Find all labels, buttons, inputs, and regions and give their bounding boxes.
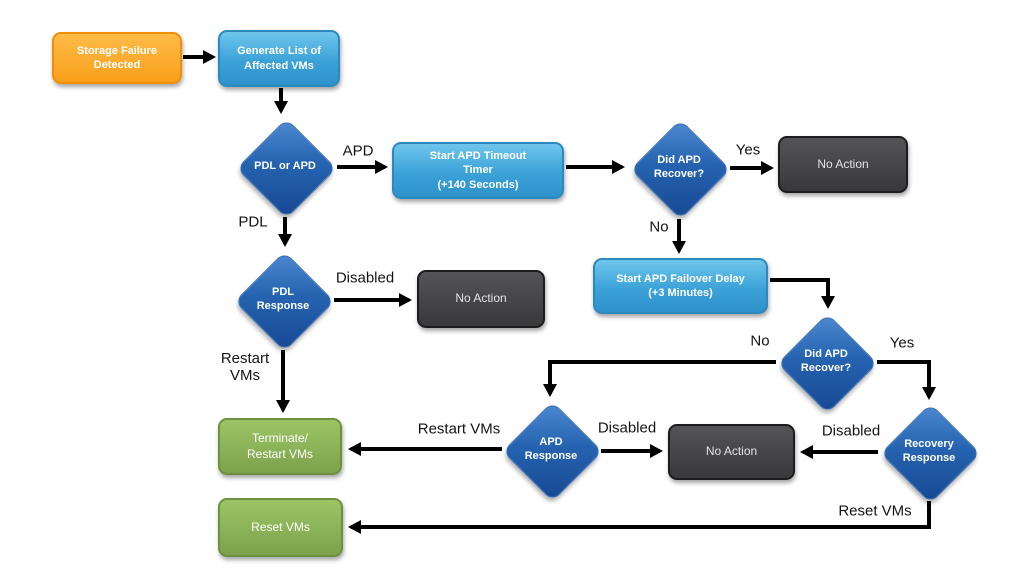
node-terminate-restart-vms: Terminate/ Restart VMs xyxy=(218,418,342,475)
decision-pdl-or-apd: PDL or APD xyxy=(235,117,337,219)
node-start-apd-timeout-timer: Start APD Timeout Timer (+140 Seconds) xyxy=(392,142,564,199)
edge-label-restart-vms-mid: Restart VMs xyxy=(417,420,501,438)
edge-label-yes-mid: Yes xyxy=(889,334,915,352)
decision-apd-response: APD Response xyxy=(501,400,603,502)
edge-label-apd: APD xyxy=(342,142,374,160)
edge-label-disabled-apd: Disabled xyxy=(597,419,657,437)
decision-did-apd-recover-1: Did APD Recover? xyxy=(629,118,731,220)
edge-label-disabled-recovery: Disabled xyxy=(821,422,881,440)
node-generate-list-affected-vms: Generate List of Affected VMs xyxy=(218,30,340,87)
decision-label: Did APD Recover? xyxy=(800,348,852,374)
edge-label-no-mid: No xyxy=(750,332,770,350)
decision-recovery-response: Recovery Response xyxy=(879,402,981,504)
node-no-action-top: No Action xyxy=(778,136,908,193)
node-storage-failure-detected: Storage Failure Detected xyxy=(52,32,182,84)
node-no-action-bottom: No Action xyxy=(668,424,795,480)
edge-label-reset-vms: Reset VMs xyxy=(838,502,912,520)
edge-label-pdl: PDL xyxy=(238,213,268,231)
decision-label: APD Response xyxy=(524,436,578,462)
edge-label-disabled-pdl: Disabled xyxy=(335,269,395,287)
edge-label-restart-vms-left: Restart VMs xyxy=(220,349,270,384)
edge-label-yes-top: Yes xyxy=(735,141,761,159)
decision-label: PDL or APD xyxy=(254,160,316,173)
edge-label-no-top: No xyxy=(649,218,669,236)
decision-did-apd-recover-2: Did APD Recover? xyxy=(776,312,878,414)
node-start-apd-failover-delay: Start APD Failover Delay (+3 Minutes) xyxy=(593,258,768,314)
decision-label: Did APD Recover? xyxy=(653,154,705,180)
decision-pdl-response: PDL Response xyxy=(233,250,335,352)
decision-label: PDL Response xyxy=(256,286,310,312)
node-no-action-mid: No Action xyxy=(417,270,545,328)
node-reset-vms: Reset VMs xyxy=(218,498,343,557)
decision-label: Recovery Response xyxy=(902,438,956,464)
